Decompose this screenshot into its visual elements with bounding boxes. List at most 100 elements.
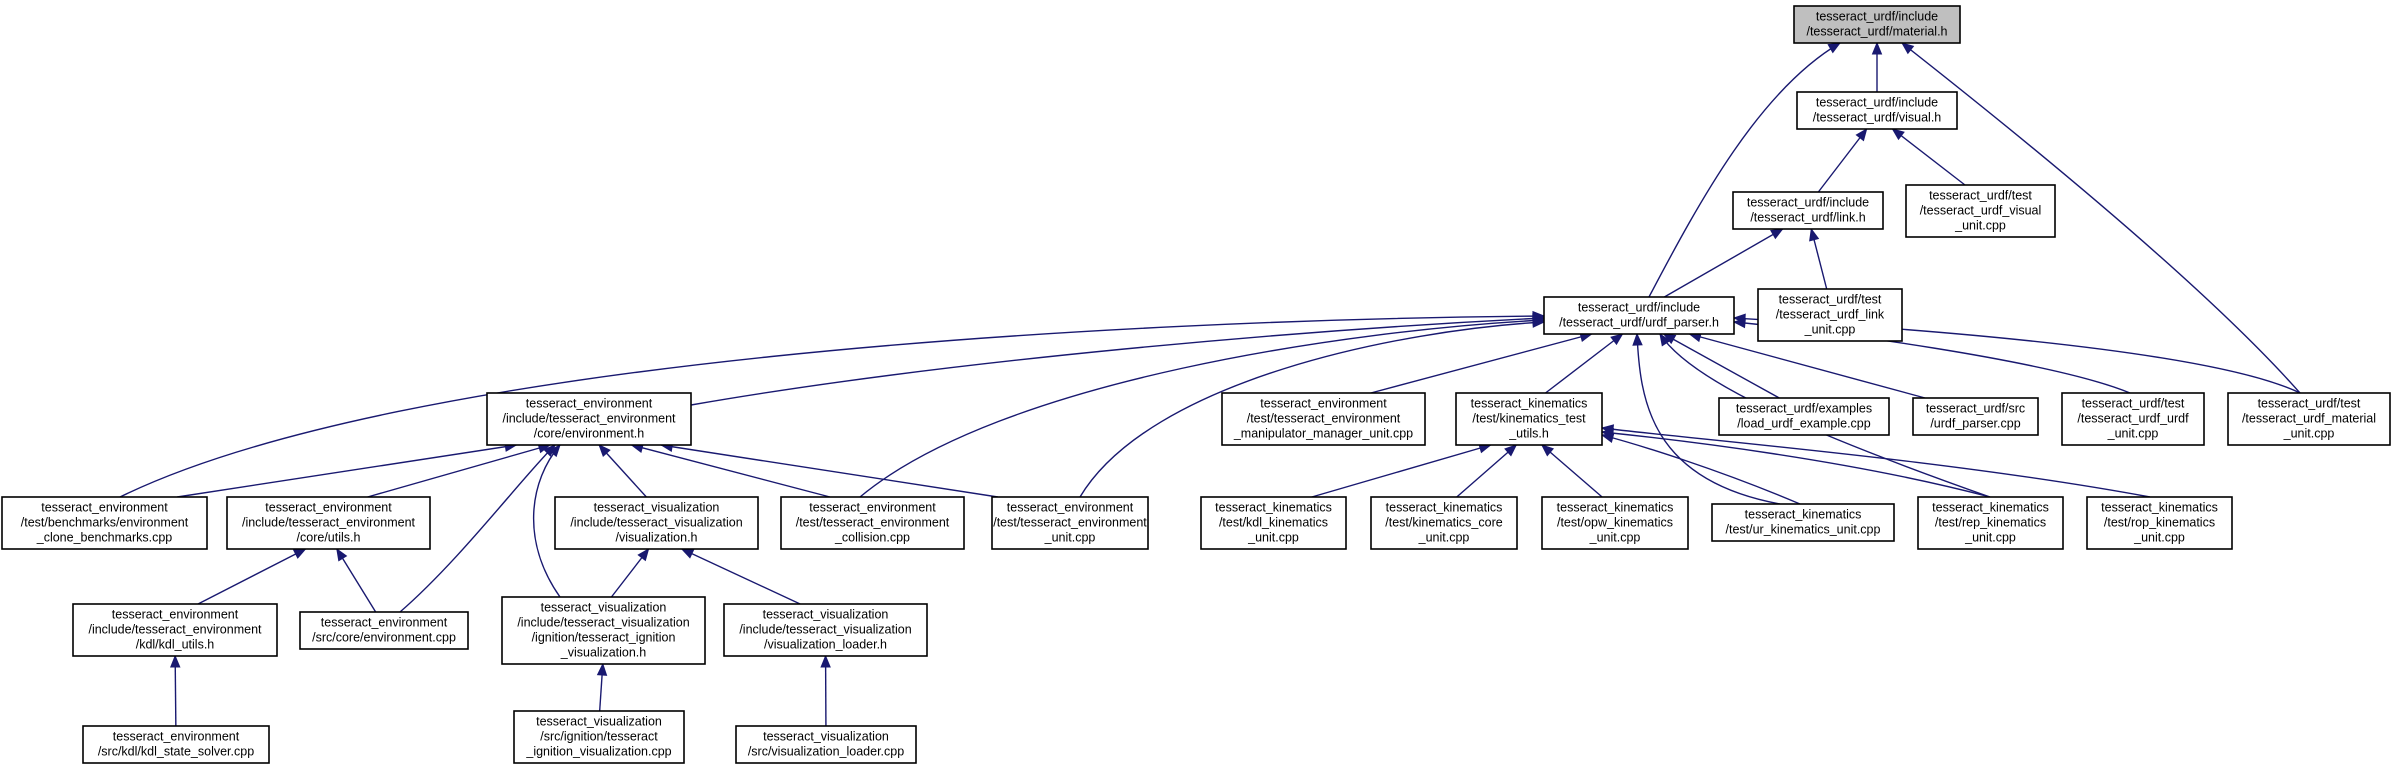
node-label-line: /tesseract_urdf_visual bbox=[1920, 204, 2042, 218]
dependency-edge-kin_core_unit-to-kin_test_utils bbox=[1456, 444, 1518, 498]
edge-line bbox=[661, 444, 998, 498]
file-nodes: tesseract_urdf/include/tesseract_urdf/ma… bbox=[1, 5, 2391, 764]
node-box bbox=[2227, 392, 2391, 446]
node-label-line: /test/tesseract_environment bbox=[1247, 412, 1401, 426]
node-label-line: _ignition_visualization.cpp bbox=[525, 745, 671, 759]
edge-line bbox=[174, 655, 177, 727]
dependency-edge-kin_test_utils-to-urdf_parser bbox=[1545, 333, 1624, 394]
dependency-edge-link-to-visual bbox=[1817, 127, 1868, 193]
node-label-line: tesseract_environment bbox=[1260, 397, 1387, 411]
node-label-line: _unit.cpp bbox=[1589, 531, 1641, 545]
file-node-load-urdf[interactable]: tesseract_urdf/examples/load_urdf_exampl… bbox=[1718, 397, 1890, 436]
node-box bbox=[723, 603, 928, 657]
node-label-line: /tesseract_urdf_link bbox=[1776, 308, 1885, 322]
file-node-kdl-kin-unit[interactable]: tesseract_kinematics/test/kdl_kinematics… bbox=[1200, 496, 1347, 550]
file-node-kdl-utils[interactable]: tesseract_environment/include/tesseract_… bbox=[72, 603, 278, 657]
file-node-rop-kin-unit[interactable]: tesseract_kinematics/test/rop_kinematics… bbox=[2086, 496, 2233, 550]
file-node-visual[interactable]: tesseract_urdf/include/tesseract_urdf/vi… bbox=[1796, 91, 1958, 130]
edge-arrowhead bbox=[1732, 313, 1746, 324]
file-node-vis-h[interactable]: tesseract_visualization/include/tesserac… bbox=[554, 496, 759, 550]
node-label-line: /test/tesseract_environment bbox=[993, 516, 1147, 530]
file-node-link[interactable]: tesseract_urdf/include/tesseract_urdf/li… bbox=[1732, 191, 1884, 230]
file-node-ign-vis-cpp[interactable]: tesseract_visualization/src/ignition/tes… bbox=[513, 710, 685, 764]
dependency-edge-visual_unit-to-visual bbox=[1891, 128, 1966, 186]
node-box bbox=[1793, 5, 1961, 44]
file-node-core-utils[interactable]: tesseract_environment/include/tesseract_… bbox=[226, 496, 431, 550]
edge-line bbox=[631, 444, 831, 498]
node-label-line: /test/ur_kinematics_unit.cpp bbox=[1726, 523, 1881, 537]
node-label-line: /visualization_loader.h bbox=[764, 638, 887, 652]
node-label-line: /src/core/environment.cpp bbox=[312, 631, 456, 645]
node-label-line: /urdf_parser.cpp bbox=[1930, 417, 2020, 431]
dependency-edge-env_unit-to-urdf_parser bbox=[1079, 317, 1546, 498]
file-node-kin-core-unit[interactable]: tesseract_kinematics/test/kinematics_cor… bbox=[1370, 496, 1518, 550]
node-label-line: _unit.cpp bbox=[1954, 219, 2006, 233]
file-node-env-collision[interactable]: tesseract_environment/test/tesseract_env… bbox=[780, 496, 965, 550]
file-node-clone-bench[interactable]: tesseract_environment/test/benchmarks/en… bbox=[1, 496, 208, 550]
edge-arrowhead bbox=[1540, 444, 1555, 457]
node-label-line: _utils.h bbox=[1508, 427, 1549, 441]
node-label-line: /include/tesseract_environment bbox=[88, 623, 262, 637]
file-node-material[interactable]: tesseract_urdf/include/tesseract_urdf/ma… bbox=[1793, 5, 1961, 44]
edge-arrowhead bbox=[548, 443, 561, 458]
node-label-line: tesseract_environment bbox=[112, 608, 239, 622]
node-label-line: _unit.cpp bbox=[1247, 531, 1299, 545]
node-box bbox=[1757, 288, 1903, 342]
file-node-manip-mgr[interactable]: tesseract_environment/test/tesseract_env… bbox=[1221, 392, 1426, 446]
dependency-edge-core_utils-to-environment_h bbox=[367, 443, 552, 498]
file-node-vis-loader-cpp[interactable]: tesseract_visualization/src/visualizatio… bbox=[735, 725, 917, 764]
node-label-line: /ignition/tesseract_ignition bbox=[532, 631, 676, 645]
node-box bbox=[226, 496, 431, 550]
node-label-line: tesseract_urdf/test bbox=[2258, 397, 2361, 411]
file-node-vis-loader-h[interactable]: tesseract_visualization/include/tesserac… bbox=[723, 603, 928, 657]
file-node-environment-h[interactable]: tesseract_environment/include/tesseract_… bbox=[486, 392, 692, 446]
dependency-edge-urdf_parser-to-material bbox=[1648, 42, 1842, 298]
node-label-line: _unit.cpp bbox=[1044, 531, 1096, 545]
edge-arrowhead bbox=[1610, 333, 1624, 346]
file-node-ign-vis-h[interactable]: tesseract_visualization/include/tesserac… bbox=[501, 596, 706, 665]
file-node-material-unit[interactable]: tesseract_urdf/test/tesseract_urdf_mater… bbox=[2227, 392, 2391, 446]
node-label-line: /test/benchmarks/environment bbox=[21, 516, 189, 530]
node-label-line: /test/kinematics_test bbox=[1472, 412, 1586, 426]
node-label-line: tesseract_environment bbox=[1007, 501, 1134, 515]
edge-line bbox=[1311, 444, 1491, 498]
node-label-line: /src/visualization_loader.cpp bbox=[748, 745, 904, 759]
node-label-line: /include/tesseract_environment bbox=[242, 516, 416, 530]
node-label-line: tesseract_urdf/include bbox=[1816, 96, 1938, 110]
file-node-env-cpp[interactable]: tesseract_environment/src/core/environme… bbox=[299, 611, 469, 650]
node-box bbox=[1796, 91, 1958, 130]
edge-line bbox=[598, 444, 647, 498]
edge-line bbox=[1541, 444, 1603, 498]
node-label-line: _unit.cpp bbox=[1964, 531, 2016, 545]
file-node-urdf-unit[interactable]: tesseract_urdf/test/tesseract_urdf_urdf_… bbox=[2061, 392, 2205, 446]
file-node-env-unit[interactable]: tesseract_environment/test/tesseract_env… bbox=[991, 496, 1149, 550]
node-label-line: tesseract_kinematics bbox=[1557, 501, 1674, 515]
node-box bbox=[1200, 496, 1347, 550]
node-label-line: /include/tesseract_visualization bbox=[517, 616, 689, 630]
edge-arrowhead bbox=[1871, 41, 1883, 55]
edge-arrowhead bbox=[170, 654, 181, 668]
file-node-link-unit[interactable]: tesseract_urdf/test/tesseract_urdf_link_… bbox=[1757, 288, 1903, 342]
edge-arrowhead bbox=[637, 547, 650, 562]
node-label-line: tesseract_urdf/include bbox=[1816, 10, 1938, 24]
file-node-kin-test-utils[interactable]: tesseract_kinematics/test/kinematics_tes… bbox=[1455, 392, 1603, 446]
file-node-visual-unit[interactable]: tesseract_urdf/test/tesseract_urdf_visua… bbox=[1905, 184, 2056, 238]
file-node-rep-kin-unit[interactable]: tesseract_kinematics/test/rep_kinematics… bbox=[1917, 496, 2064, 550]
file-node-urdf-parser-cpp[interactable]: tesseract_urdf/src/urdf_parser.cpp bbox=[1912, 397, 2039, 436]
edge-arrowhead bbox=[1504, 444, 1518, 457]
node-box bbox=[1718, 397, 1890, 436]
edge-line bbox=[399, 444, 556, 613]
file-node-opw-kin-unit[interactable]: tesseract_kinematics/test/opw_kinematics… bbox=[1541, 496, 1689, 550]
node-box bbox=[1543, 296, 1735, 335]
node-box bbox=[1221, 392, 1426, 446]
node-label-line: tesseract_kinematics bbox=[1745, 508, 1862, 522]
file-node-kdl-state-solver[interactable]: tesseract_environment/src/kdl/kdl_state_… bbox=[82, 725, 270, 764]
node-label-line: tesseract_urdf/test bbox=[1929, 189, 2032, 203]
edge-line bbox=[1456, 444, 1517, 498]
node-box bbox=[1455, 392, 1603, 446]
edge-line bbox=[1648, 42, 1841, 298]
file-node-urdf-parser[interactable]: tesseract_urdf/include/tesseract_urdf/ur… bbox=[1543, 296, 1735, 335]
edge-line bbox=[690, 317, 1545, 406]
dependency-edge-rep_kin_unit-to-kin_test_utils bbox=[1600, 427, 1991, 498]
file-node-ur-kin-unit[interactable]: tesseract_kinematics/test/ur_kinematics_… bbox=[1711, 503, 1895, 542]
